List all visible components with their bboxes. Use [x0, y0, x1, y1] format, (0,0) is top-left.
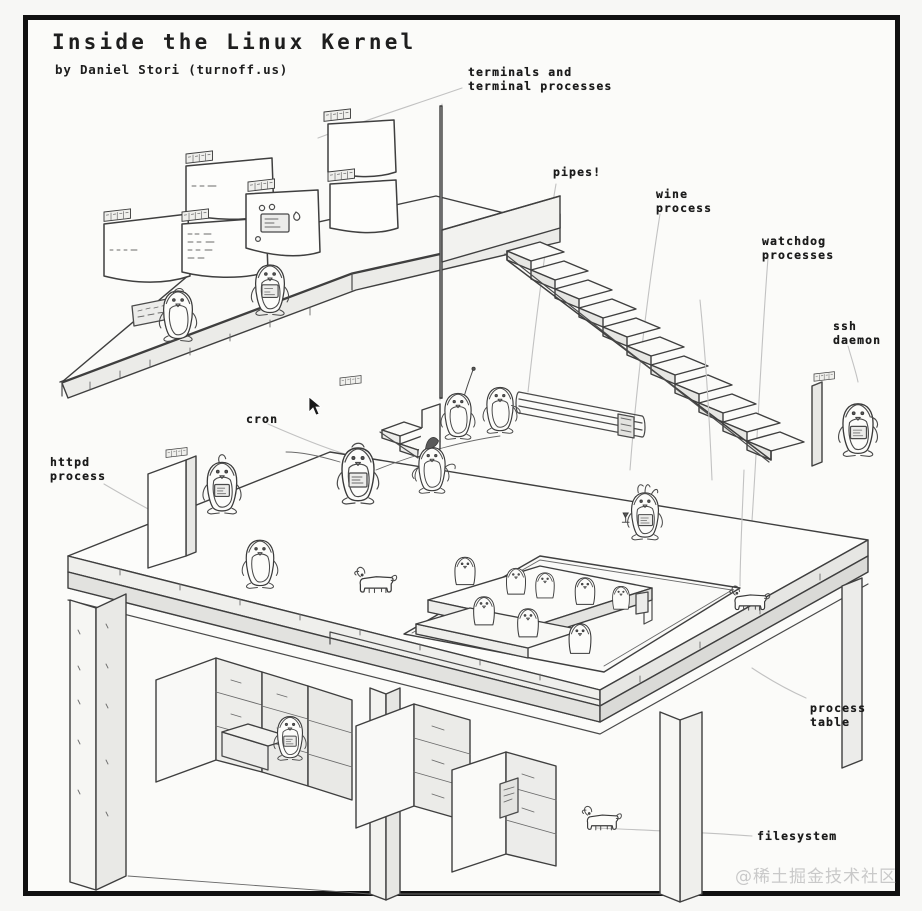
penguin-at-process-table-6	[473, 596, 495, 626]
cron-wire	[285, 435, 501, 471]
pipe-bundle	[515, 391, 646, 439]
watermark: @稀土掘金技术社区	[735, 867, 897, 887]
filing-cabinet-5	[451, 751, 557, 873]
penguin-at-process-table-4	[574, 577, 596, 605]
right-wires	[699, 299, 745, 587]
penguin-at-process-table-3	[535, 572, 555, 599]
terminal-window-6	[327, 168, 399, 234]
label-pipes: pipes!	[553, 165, 602, 179]
label-terminals-and-terminal-processes: terminals and terminal processes	[468, 65, 613, 93]
penguin-hat-runner	[411, 437, 456, 494]
penguin-at-process-table-5	[612, 585, 630, 610]
label-httpd-process: httpd process	[50, 455, 107, 483]
label-process-table: process table	[810, 701, 867, 729]
terminal-window-5	[323, 108, 397, 178]
penguin-httpd	[202, 454, 242, 515]
penguin-terminal-operator-left	[158, 287, 198, 343]
penguin-terminal-operator-right	[250, 264, 290, 317]
terminal-window-4	[245, 178, 321, 257]
mouse-cursor-icon	[308, 396, 322, 416]
penguin-at-process-table-1	[454, 556, 476, 586]
penguin-at-process-table-8	[568, 623, 592, 654]
ssh-daemon-area	[811, 371, 879, 467]
penguin-pipe-carrier	[482, 386, 521, 434]
penguin-at-process-table-7	[517, 608, 539, 638]
label-ssh-daemon: ssh daemon	[833, 319, 882, 347]
label-wine-process: wine process	[656, 187, 713, 215]
label-watchdog-processes: watchdog processes	[762, 234, 835, 262]
penguin-filesystem-cabinet	[273, 716, 307, 761]
penguin-wine	[621, 484, 663, 541]
watchdog-basement	[581, 805, 622, 831]
process-table-area	[403, 555, 741, 673]
penguin-pointer	[440, 366, 476, 440]
upper-platform	[59, 105, 561, 399]
byline: by Daniel Stori (turnoff.us)	[55, 62, 289, 77]
staircase	[504, 241, 805, 463]
penguin-at-process-table-2	[506, 567, 526, 595]
terminal-windows-group	[103, 108, 399, 283]
basement	[69, 577, 863, 903]
label-cron: cron	[246, 412, 279, 426]
page-title: Inside the Linux Kernel	[52, 30, 417, 54]
label-filesystem: filesystem	[757, 829, 838, 843]
penguin-cron	[336, 442, 380, 505]
terminal-window-1	[103, 208, 191, 283]
httpd-area	[147, 447, 242, 569]
penguin-ssh-daemon	[837, 403, 879, 458]
wall-sign-mid	[339, 375, 362, 386]
filing-cabinet-3	[307, 685, 353, 801]
